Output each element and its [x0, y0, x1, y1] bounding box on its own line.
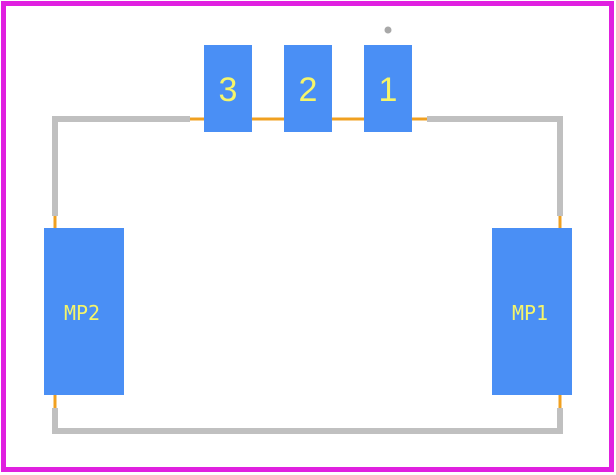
pad-3[interactable]: 3 [204, 45, 252, 132]
pin1-marker-icon [384, 26, 392, 34]
mounting-pad-mp1[interactable]: MP1 [492, 228, 572, 395]
pad-1-label: 1 [379, 71, 398, 109]
pad-2-label: 2 [299, 71, 318, 109]
pad-1[interactable]: 1 [364, 45, 412, 132]
pad-2[interactable]: 2 [284, 45, 332, 132]
mounting-pad-mp2[interactable]: MP2 [44, 228, 124, 395]
silkscreen-outline-bottom [52, 408, 563, 434]
pad-3-label: 3 [219, 71, 238, 109]
mp1-label: MP1 [512, 301, 548, 325]
silkscreen-outline-top-right [427, 116, 563, 216]
mp2-label: MP2 [64, 301, 100, 325]
silkscreen-outline-top-left [52, 116, 190, 216]
